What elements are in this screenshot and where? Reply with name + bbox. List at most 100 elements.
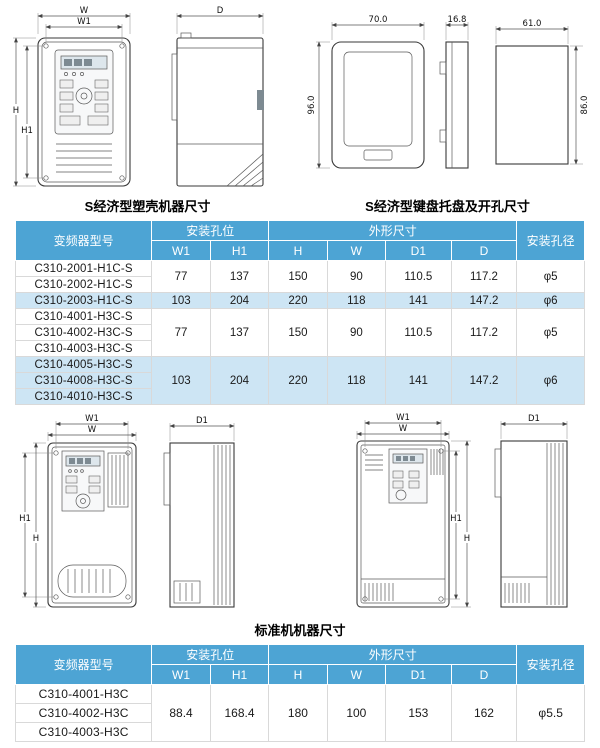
col-header-h1: H1 bbox=[209, 664, 270, 685]
clip-tab bbox=[439, 61, 447, 75]
std-side2-drawing: D1 bbox=[494, 414, 568, 608]
s-series-dimension-table: 变频器型号 安装孔位 外形尺寸 安装孔径 W1 H1 H W D1 D C310… bbox=[14, 220, 585, 405]
screw-hole-icon bbox=[438, 596, 444, 602]
dim-label-d1: D1 bbox=[196, 416, 208, 426]
std-side1-drawing: D1 bbox=[163, 416, 235, 608]
dim-label-h: H bbox=[13, 106, 19, 116]
value-cell: 147.2 bbox=[450, 292, 518, 309]
value-cell: 153 bbox=[385, 684, 452, 742]
value-cell: 150 bbox=[268, 260, 328, 293]
vent-slots bbox=[56, 143, 112, 173]
model-cell: C310-4001-H3C bbox=[14, 684, 153, 704]
connector-icon bbox=[257, 90, 264, 110]
keypad-profile bbox=[494, 448, 502, 498]
value-cell: 204 bbox=[209, 292, 270, 309]
dim-label-w1: W1 bbox=[85, 414, 99, 424]
col-header-model: 变频器型号 bbox=[14, 644, 153, 685]
table-subheader-row: W1 H1 H W D1 D bbox=[16, 240, 585, 261]
value-cell: 220 bbox=[268, 356, 328, 405]
value-cell: 100 bbox=[326, 684, 387, 742]
value-cell: 90 bbox=[326, 308, 387, 357]
model-cell: C310-4002-H3C-S bbox=[14, 324, 153, 341]
jog-dial-icon bbox=[395, 489, 407, 501]
model-cell: C310-4002-H3C bbox=[14, 703, 153, 723]
jog-dial-icon bbox=[75, 493, 91, 509]
s-front-body bbox=[37, 37, 131, 187]
dim-label-d1: D1 bbox=[528, 414, 540, 424]
col-header-d1: D1 bbox=[385, 240, 452, 261]
dim-label-d: D bbox=[217, 6, 224, 16]
panel-cutout: 61.0 86.0 bbox=[495, 19, 590, 165]
caption-standard: 标准机机器尺寸 bbox=[254, 623, 346, 638]
keypad-panel bbox=[54, 49, 114, 135]
screw-hole-icon bbox=[53, 594, 59, 600]
std-side2-body bbox=[494, 440, 568, 608]
col-header-outline: 外形尺寸 bbox=[268, 220, 518, 241]
model-cell: C310-2002-H1C-S bbox=[14, 276, 153, 293]
screw-hole-icon bbox=[438, 448, 444, 454]
bottom-vent bbox=[57, 564, 127, 598]
screw-hole-icon bbox=[119, 43, 125, 49]
dim-label-61: 61.0 bbox=[523, 19, 542, 29]
table-header-row: 变频器型号 安装孔位 外形尺寸 安装孔径 bbox=[14, 644, 585, 685]
bottom-vent-slots bbox=[364, 583, 394, 601]
keypad-profile bbox=[163, 452, 171, 506]
value-cell: 162 bbox=[450, 684, 518, 742]
table-row: C310-4002-H3C-S bbox=[14, 324, 585, 341]
table-subheader-row: W1 H1 H W D1 D bbox=[16, 664, 585, 685]
col-header-h: H bbox=[268, 664, 328, 685]
screw-hole-icon bbox=[125, 594, 131, 600]
col-header-mount: 安装孔位 bbox=[151, 220, 270, 241]
model-cell: C310-4008-H3C-S bbox=[14, 372, 153, 389]
dim-label-w1: W1 bbox=[77, 17, 91, 27]
dim-label-70: 70.0 bbox=[369, 15, 388, 25]
dim-label-h1: H1 bbox=[19, 514, 31, 524]
model-cell: C310-4010-H3C-S bbox=[14, 388, 153, 405]
standard-dimension-table: 变频器型号 安装孔位 外形尺寸 安装孔径 W1 H1 H W D1 D C310… bbox=[14, 644, 585, 742]
table-row: C310-2002-H1C-S bbox=[14, 276, 585, 293]
col-header-h: H bbox=[268, 240, 328, 261]
side-vent-grille bbox=[107, 452, 129, 508]
value-cell: 137 bbox=[209, 308, 270, 357]
dim-label-h1: H1 bbox=[450, 514, 462, 524]
col-header-hole: 安装孔径 bbox=[516, 220, 585, 261]
model-cell: C310-4003-H3C bbox=[14, 722, 153, 742]
hole-cell: φ5 bbox=[516, 308, 585, 357]
model-cell: C310-2001-H1C-S bbox=[14, 260, 153, 277]
jog-dial-icon bbox=[75, 87, 93, 105]
top-captions: S经济型塑壳机器尺寸 S经济型键盘托盘及开孔尺寸 bbox=[0, 196, 600, 215]
right-vent-grille bbox=[430, 449, 444, 475]
clip-tab bbox=[439, 129, 447, 143]
dim-label-w: W bbox=[80, 6, 89, 16]
table-row: C310-2001-H1C-S 77 137 150 90 110.5 117.… bbox=[14, 260, 585, 293]
std-side1-body bbox=[163, 442, 235, 608]
dim-label-168: 16.8 bbox=[448, 15, 467, 25]
standard-caption-row: 标准机机器尺寸 bbox=[0, 620, 600, 639]
value-cell: 103 bbox=[151, 292, 211, 309]
terminal-cover-hatch bbox=[226, 153, 264, 187]
col-header-w: W bbox=[326, 664, 387, 685]
dim-label-h1: H1 bbox=[21, 126, 33, 136]
dim-label-w1: W1 bbox=[396, 413, 410, 423]
value-cell: 204 bbox=[209, 356, 270, 405]
keypad-tray-drawings: 70.0 96.0 16.8 61.0 86.0 bbox=[307, 15, 590, 169]
keypad-panel bbox=[388, 448, 428, 504]
table-header-row: 变频器型号 安装孔位 外形尺寸 安装孔径 bbox=[14, 220, 585, 261]
value-cell: 220 bbox=[268, 292, 328, 309]
std-front1-drawing: W1 W H1 H bbox=[19, 414, 137, 608]
dim-label-h: H bbox=[33, 534, 39, 544]
col-header-d: D bbox=[450, 664, 518, 685]
top-vent-slots bbox=[365, 454, 383, 471]
value-cell: 110.5 bbox=[385, 260, 452, 293]
keypad-tray-side: 16.8 bbox=[439, 15, 469, 169]
s-side-body bbox=[171, 32, 264, 187]
dimension-lines: W W1 H H1 bbox=[10, 6, 131, 187]
screw-hole-icon bbox=[362, 448, 368, 454]
terminal-block bbox=[173, 580, 201, 604]
dim-label-w: W bbox=[399, 424, 408, 434]
screw-hole-icon bbox=[53, 450, 59, 456]
model-cell: C310-2003-H1C-S bbox=[14, 292, 153, 309]
table-row: C310-4001-H3C-S 77 137 150 90 110.5 117.… bbox=[14, 308, 585, 357]
value-cell: 90 bbox=[326, 260, 387, 293]
model-cell: C310-4005-H3C-S bbox=[14, 356, 153, 373]
